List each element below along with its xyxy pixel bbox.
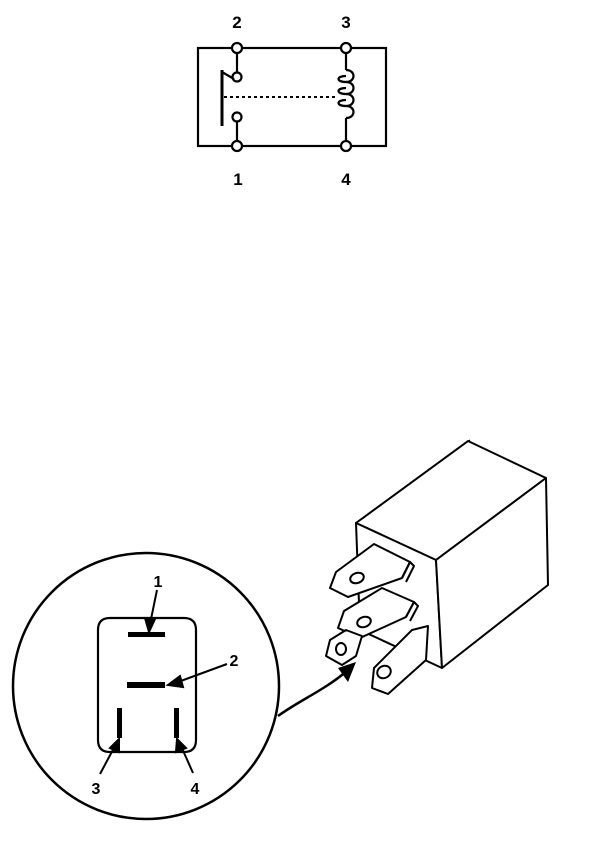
arrowhead-1 <box>143 616 157 635</box>
leader-line-4 <box>180 745 194 774</box>
leader-line-3 <box>99 745 116 775</box>
terminal-1-node <box>230 139 244 153</box>
terminal-4-node <box>339 139 353 153</box>
pin-slot-3 <box>117 708 122 738</box>
terminal-label-1: 1 <box>233 170 242 189</box>
pin-slot-1 <box>128 632 165 637</box>
contact-lower <box>231 111 243 123</box>
arrowhead-icon <box>338 662 356 682</box>
terminal-2-node <box>230 41 244 55</box>
pin-label-1: 1 <box>154 574 163 591</box>
schematic-frame <box>196 46 388 148</box>
contact-upper <box>231 71 243 83</box>
magnified-connector-circle <box>11 551 281 821</box>
relay-schematic <box>196 46 388 148</box>
pin-slot-2 <box>127 682 165 688</box>
pin-slot-4 <box>174 708 179 738</box>
terminal-label-4: 4 <box>341 170 351 189</box>
relay-coil <box>337 68 355 120</box>
arrowhead-2 <box>165 674 185 689</box>
pin-label-2: 2 <box>230 653 239 670</box>
relay-terminals <box>325 543 429 695</box>
pin-label-3: 3 <box>92 781 101 798</box>
arrowhead-4 <box>174 736 188 754</box>
connector-pointer-arrow <box>277 669 349 718</box>
arrowhead-3 <box>108 736 120 754</box>
leader-line-2 <box>177 663 228 683</box>
terminal-3-node <box>339 41 353 55</box>
pin-label-4: 4 <box>191 781 200 798</box>
terminal-label-2: 2 <box>232 13 241 32</box>
terminal-label-3: 3 <box>341 13 350 32</box>
